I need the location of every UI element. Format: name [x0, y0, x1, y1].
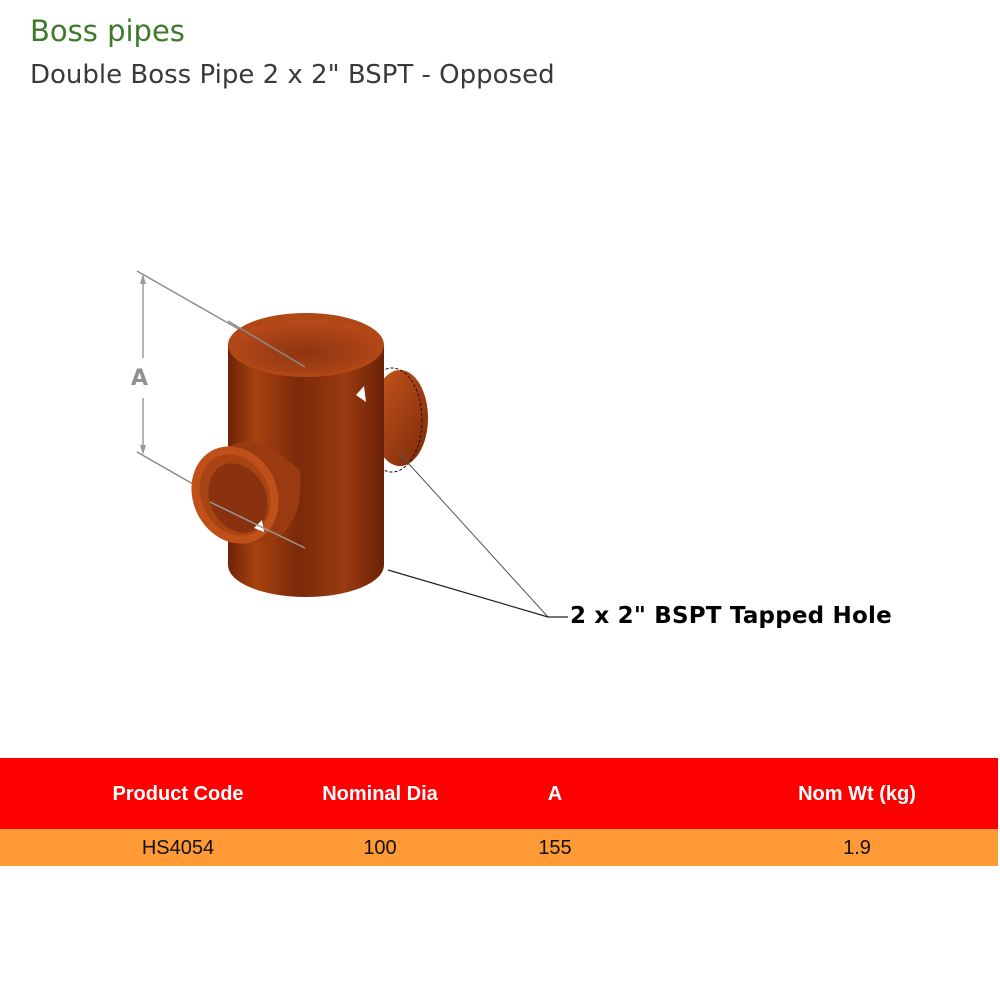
cell-product-code: HS4054 — [141, 837, 215, 859]
column-header-a: A — [547, 783, 563, 805]
product-table: Product Code Nominal Dia A Nom Wt (kg) H… — [0, 758, 998, 866]
category-title: Boss pipes — [30, 14, 185, 48]
cell-nom-wt: 1.9 — [843, 837, 871, 859]
table-header: Product Code Nominal Dia A Nom Wt (kg) — [0, 758, 998, 829]
column-header-nominal-dia: Nominal Dia — [322, 783, 438, 805]
dimension-a-label: A — [131, 366, 149, 391]
column-header-nom-wt: Nom Wt (kg) — [798, 783, 916, 805]
table-row: HS4054 100 155 1.9 — [0, 829, 998, 866]
cell-nominal-dia: 100 — [363, 837, 397, 859]
column-header-product-code: Product Code — [112, 783, 244, 805]
product-title: Double Boss Pipe 2 x 2" BSPT - Opposed — [30, 60, 555, 90]
cell-a: 155 — [538, 837, 572, 859]
tapped-hole-callout: 2 x 2" BSPT Tapped Hole — [570, 603, 892, 629]
pipe-diagram — [136, 270, 568, 618]
